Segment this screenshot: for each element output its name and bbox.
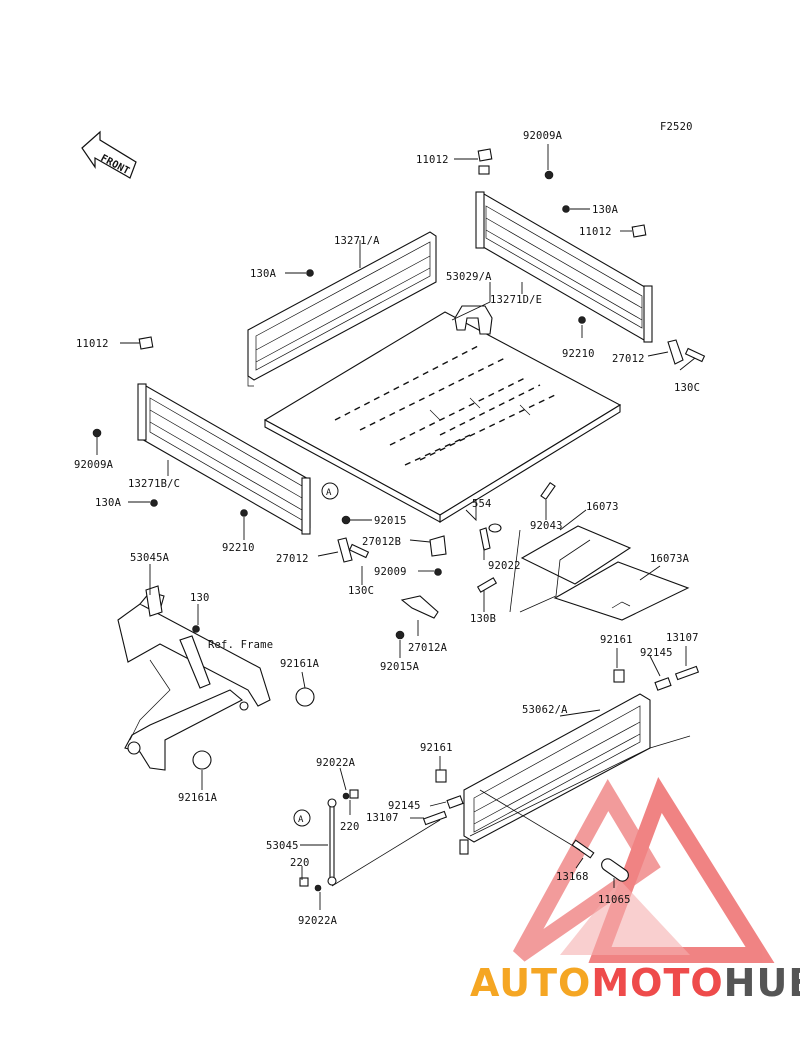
label-11012-top: 11012 [416,154,449,166]
label-92145-right: 92145 [640,647,673,659]
side-panel-13271A [247,231,437,387]
watermark-part2: MOTO [591,961,723,1005]
label-92009A-left: 92009A [74,459,114,471]
watermark-part1: AUTO [470,961,591,1005]
figure-code: F2520 [660,121,693,133]
leader-lines [96,144,696,910]
label-92161A-bottom: 92161A [178,792,218,804]
label-13168: 13168 [556,871,589,883]
label-92009A-top: 92009A [523,130,563,142]
tailgate-53062A [459,693,691,855]
label-13107-mid: 13107 [366,812,399,824]
label-92210-right: 92210 [562,348,595,360]
label-53045: 53045 [266,840,299,852]
label-92022: 92022 [488,560,521,572]
watermark-text: AUTOMOTOHUB [470,961,800,1005]
label-53029A: 53029/A [446,271,492,283]
mat-16073A [553,561,690,621]
cap-11012-top [477,148,493,162]
svg-text:A: A [298,815,304,825]
mat-16073 [520,525,632,585]
front-arrow-icon: FRONT [81,130,137,179]
label-92210-left: 92210 [222,542,255,554]
callout-a-bottom: A [293,809,311,827]
label-92043: 92043 [530,520,563,532]
label-130C-right: 130C [674,382,700,394]
cap-11012-right [631,224,647,238]
label-220-bottom: 220 [290,857,310,869]
label-11012-right: 11012 [579,226,612,238]
label-130A-right: 130A [592,204,619,216]
label-92161-right: 92161 [600,634,633,646]
label-27012-right: 27012 [612,353,645,365]
label-92161A-top: 92161A [280,658,320,670]
label-27012B: 27012B [362,536,401,548]
label-16073A: 16073A [650,553,690,565]
cable-53045 [299,789,359,892]
hinge-27012-left [337,537,370,563]
label-13271A: 13271/A [334,235,380,247]
label-27012-left: 27012 [276,553,309,565]
part-labels: 11012 92009A 130A 11012 13271/A 130A 530… [74,130,700,927]
pins-92022 [476,481,556,593]
label-130: 130 [190,592,210,604]
side-panel-13271BC [137,383,311,535]
cap-92161A-top [295,687,315,707]
label-92015: 92015 [374,515,407,527]
hinge-27012-right [667,339,706,365]
label-13107-right: 13107 [666,632,699,644]
label-ref-frame: Ref. Frame [208,639,273,651]
label-92161-mid: 92161 [420,742,453,754]
label-16073: 16073 [586,501,619,513]
label-92015A: 92015A [380,661,420,673]
tailgate-pins [422,665,700,882]
label-53062A: 53062/A [522,704,568,716]
label-92145-mid: 92145 [388,800,421,812]
cap-11012-left [138,336,154,350]
label-92022A-top: 92022A [316,757,356,769]
label-220-top: 220 [340,821,360,833]
label-53045A: 53045A [130,552,170,564]
cap-92161A-bottom [192,750,212,770]
svg-text:AUTOMOTOHUB: AUTOMOTOHUB [470,961,800,1005]
hinge-27012B [429,535,447,557]
callout-a-top: A [321,482,339,500]
watermark-part3: HUB [724,961,800,1005]
hinge-27012A [400,595,439,619]
label-130A-lower: 130A [95,497,122,509]
frame-ref [117,585,271,771]
label-13271DE: 13271D/E [490,294,542,306]
fasteners [92,170,586,640]
label-554: 554 [472,498,492,510]
label-27012A: 27012A [408,642,448,654]
label-11065: 11065 [598,894,631,906]
label-130A-left: 130A [250,268,277,280]
svg-text:A: A [326,488,332,498]
label-92009: 92009 [374,566,407,578]
watermark-logo [512,777,775,963]
label-130C-left: 130C [348,585,374,597]
label-13271BC: 13271B/C [128,478,180,490]
label-11012-left: 11012 [76,338,109,350]
label-92022A-bottom: 92022A [298,915,338,927]
label-130B: 130B [470,613,496,625]
bed-floor [263,305,622,523]
side-panel-13271DE [475,165,653,343]
